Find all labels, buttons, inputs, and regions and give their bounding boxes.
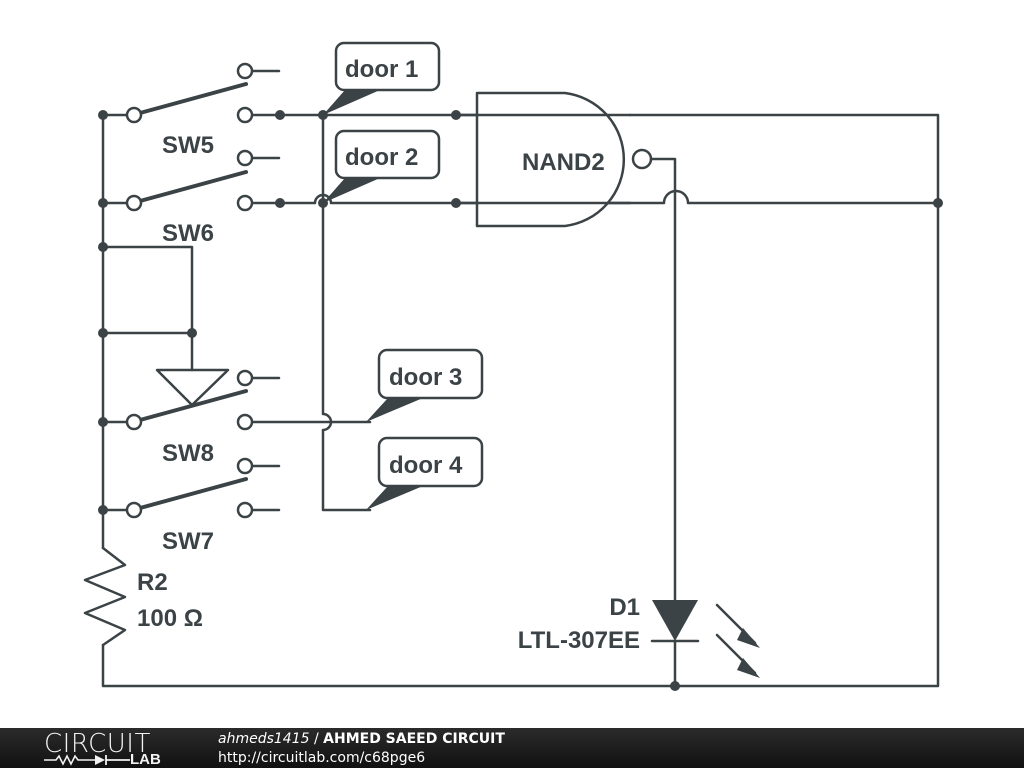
door4-label: door 4: [389, 452, 463, 479]
logo-lab-text: LAB: [130, 751, 161, 768]
net-tag-door4: door 4: [366, 436, 484, 510]
sw6-label: SW6: [162, 220, 214, 247]
nand2-gate-icon: [454, 91, 677, 602]
sw5-label: SW5: [162, 132, 214, 159]
bottom-return-wire: [101, 113, 940, 688]
net-tag-door2: door 2: [323, 129, 441, 203]
sw6-switch-icon: [125, 149, 254, 212]
door2-label: door 2: [345, 144, 418, 171]
credit-line: ahmeds1415 / AHMED SAEED CIRCUIT: [218, 730, 505, 748]
circuit-title: AHMED SAEED CIRCUIT: [323, 731, 505, 747]
net-tag-door1: door 1: [323, 41, 441, 115]
junction-dots: [98, 110, 943, 691]
circuit-url[interactable]: http://circuitlab.com/c68pge6: [218, 750, 426, 766]
d1-name: D1: [609, 594, 640, 621]
author-link[interactable]: ahmeds1415: [218, 731, 310, 747]
schematic-canvas: NAND2 R2 100 Ω D1 LTL-307EE SW5 SW6 SW8 …: [83, 41, 943, 691]
switch-stubs: [101, 69, 281, 512]
r2-name: R2: [137, 569, 168, 596]
r2-value: 100 Ω: [137, 605, 203, 632]
sw8-actuator-icon: [155, 368, 230, 407]
credit-separator: /: [309, 731, 324, 747]
footer-bar: [0, 728, 1024, 768]
sw8-label: SW8: [162, 440, 214, 467]
logo-resistor-diode-icon: [44, 754, 130, 766]
d1-part: LTL-307EE: [518, 627, 640, 654]
door1-label: door 1: [345, 56, 418, 83]
circuitlab-logo[interactable]: CIRCUIT: [44, 729, 151, 759]
net-tag-door3: door 3: [366, 348, 484, 422]
sw5-switch-icon: [125, 62, 254, 124]
nand2-label: NAND2: [522, 149, 605, 176]
door3-label: door 3: [389, 364, 462, 391]
sw8-switch-icon: [125, 369, 254, 431]
sw7-label: SW7: [162, 528, 214, 555]
sw7-switch-icon: [125, 457, 254, 519]
r2-resistor-icon: [83, 546, 127, 647]
sw6-loop-wire: [101, 245, 194, 372]
d1-led-icon: [650, 600, 760, 688]
